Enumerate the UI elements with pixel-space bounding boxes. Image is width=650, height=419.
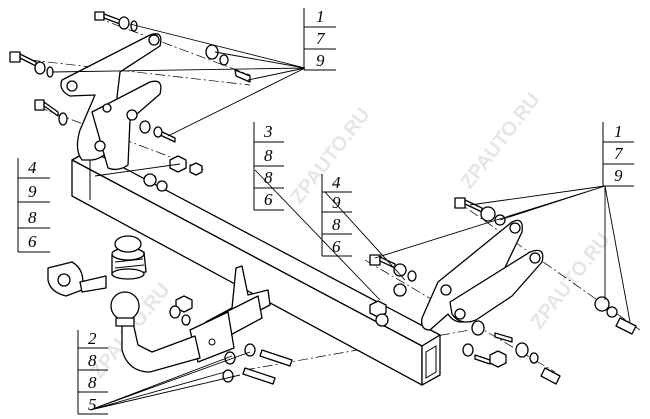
- callout-label: 1: [316, 7, 325, 26]
- callout-label: 8: [88, 351, 97, 370]
- right-bracket: [421, 219, 544, 331]
- cross-beam: [71, 149, 441, 386]
- callout-label: 6: [28, 232, 37, 251]
- watermark-2: ZPAUTO.RU: [457, 89, 545, 193]
- callout-label: 5: [88, 395, 97, 414]
- callout-label: 6: [264, 190, 273, 209]
- callout-label: 4: [332, 173, 341, 192]
- callout-label: 6: [332, 237, 341, 256]
- callout-label: 2: [88, 329, 97, 348]
- callout-label: 7: [614, 144, 624, 163]
- callout-label: 8: [28, 208, 37, 227]
- nuts: [169, 155, 507, 368]
- callout-label: 9: [614, 166, 623, 185]
- socket-housing: [111, 235, 147, 280]
- leader-lines: [51, 23, 631, 411]
- callout-label: 8: [332, 215, 341, 234]
- callout-top-left: 1 7 9: [303, 7, 336, 71]
- callout-label: 1: [614, 122, 623, 141]
- callout-label: 8: [264, 146, 273, 165]
- socket-bracket: [47, 261, 107, 297]
- callout-label: 9: [332, 193, 341, 212]
- washers: [34, 16, 618, 383]
- left-bracket: [60, 33, 162, 171]
- callout-label: 9: [28, 182, 37, 201]
- ball-mount: [110, 265, 271, 373]
- callout-right: 1 7 9: [602, 122, 634, 187]
- callout-label: 9: [316, 51, 325, 70]
- callout-left: 4 9 8 6: [17, 158, 50, 253]
- watermark-4: ZPAUTO.RU: [527, 229, 615, 333]
- callout-label: 8: [264, 168, 273, 187]
- callout-label: 7: [316, 29, 326, 48]
- callout-bottom-left: 2 8 8 5: [77, 329, 108, 415]
- callout-label: 8: [88, 373, 97, 392]
- bolts: [9, 11, 637, 385]
- callout-center: 4 9 8 6: [321, 173, 352, 257]
- callout-label: 4: [28, 158, 37, 177]
- callout-label: 3: [263, 122, 273, 141]
- callout-middle: 3 8 8 6: [253, 122, 284, 211]
